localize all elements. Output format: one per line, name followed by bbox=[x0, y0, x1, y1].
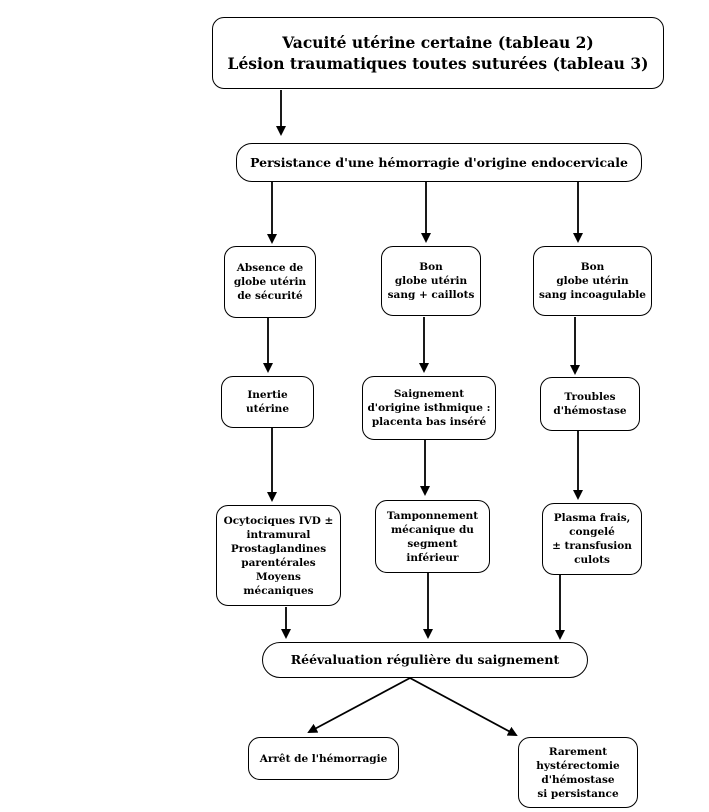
node-tamponnement: Tamponnement mécanique du segment inféri… bbox=[375, 500, 490, 573]
node-bon-globe-caillots: Bon globe utérin sang + caillots bbox=[381, 246, 481, 316]
node-ocytociques: Ocytociques IVD ± intramural Prostagland… bbox=[216, 505, 341, 606]
node-bon-globe-incoagulable: Bon globe utérin sang incoagulable bbox=[533, 246, 652, 316]
node-arret-hemorragie: Arrêt de l'hémorragie bbox=[248, 737, 399, 780]
node-saignement-isthmique: Saignement d'origine isthmique : placent… bbox=[362, 376, 496, 440]
edge-reevaluation-to-arret bbox=[307, 677, 411, 733]
node-absence-globe: Absence de globe utérin de sécurité bbox=[224, 246, 316, 318]
edge-reevaluation-to-rarement bbox=[409, 677, 518, 736]
node-persistance: Persistance d'une hémorragie d'origine e… bbox=[236, 143, 642, 182]
node-top-conditions: Vacuité utérine certaine (tableau 2) Lés… bbox=[212, 17, 664, 89]
node-inertie-uterine: Inertie utérine bbox=[221, 376, 314, 428]
node-rarement-hysterectomie: Rarement hystérectomie d'hémostase si pe… bbox=[518, 737, 638, 808]
node-troubles-hemostase: Troubles d'hémostase bbox=[540, 377, 640, 431]
node-reevaluation: Réévaluation régulière du saignement bbox=[262, 642, 588, 678]
node-plasma: Plasma frais, congelé ± transfusion culo… bbox=[542, 503, 642, 575]
